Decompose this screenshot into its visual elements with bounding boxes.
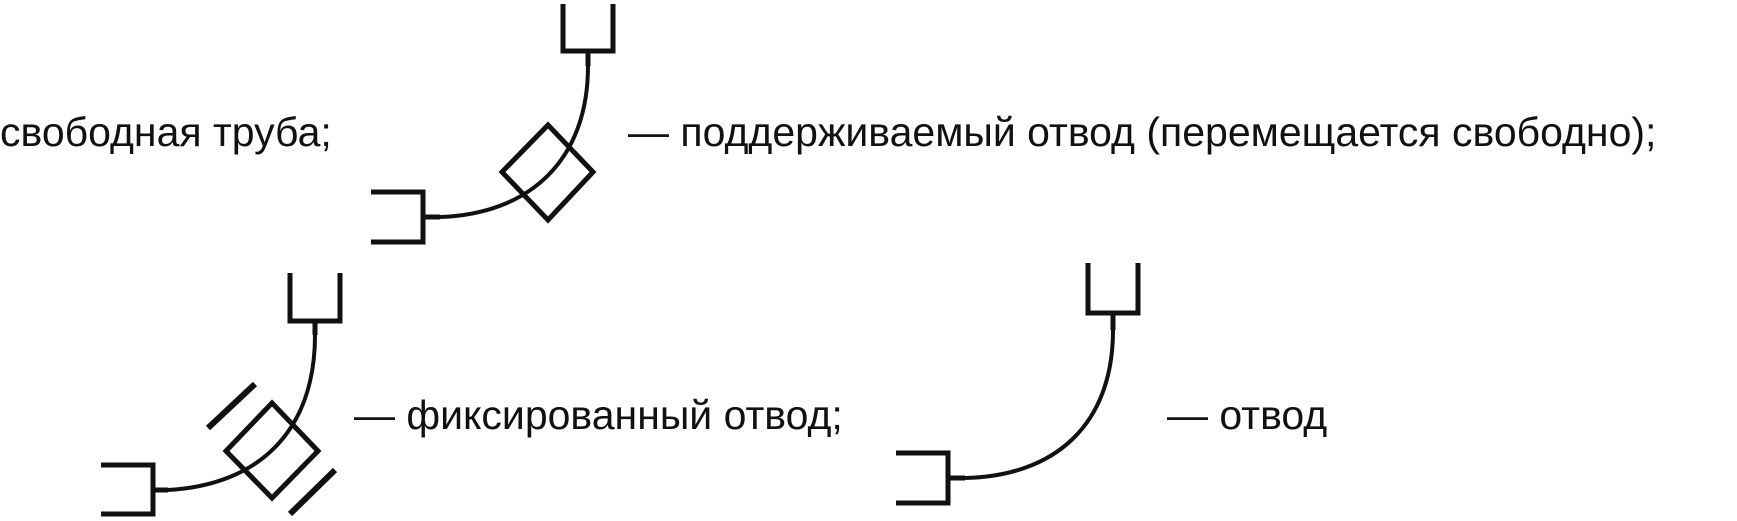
free-pipe-label: свободная труба; [0,109,332,155]
anchor-bar-lower [287,467,338,517]
support-square [498,121,597,224]
fixed-bend-label: — фиксированный отвод; [354,392,843,438]
bend-arc [439,65,590,219]
supported-bend-label: — поддерживаемый отвод (перемещается сво… [628,109,1657,155]
bend-arc [964,329,1115,480]
support-square [222,399,322,502]
bend-arc [167,334,317,492]
bend-label: — отвод [1167,392,1328,438]
left-end-connector [896,450,951,506]
anchor-bar-upper [205,381,258,431]
top-end-connector [1085,263,1141,316]
